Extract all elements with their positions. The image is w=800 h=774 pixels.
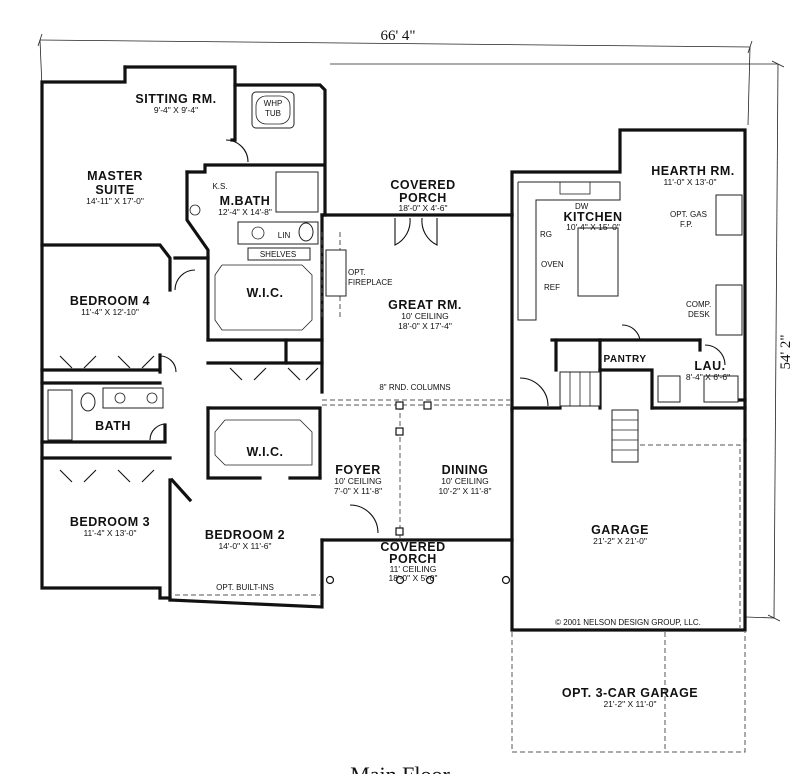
great-room-size: 18'-0" X 17'-4" (398, 321, 452, 331)
dining-name: DINING (442, 463, 489, 477)
master-bath-size: 12'-4" X 14'-8" (218, 207, 272, 217)
wic2-name: W.I.C. (246, 445, 283, 459)
opt-garage-size: 21'-2" X 11'-0" (603, 699, 656, 709)
whp-tub-label-2: TUB (265, 109, 281, 118)
dining-size: 10'-2" X 11'-8" (438, 486, 491, 496)
laundry-size: 8'-4" X 6'-6" (686, 372, 730, 382)
opt-gas-label-2: F.P. (680, 220, 693, 229)
garage-size: 21'-2" X 21'-0" (593, 536, 647, 546)
opt-builtins-label: OPT. BUILT-INS (216, 583, 274, 592)
sitting-room-size: 9'-4" X 9'-4" (154, 105, 198, 115)
opt-fireplace-label-1: OPT. (348, 268, 366, 277)
comp-desk-label-2: DESK (688, 310, 710, 319)
master-suite-size: 14'-11" X 17'-0" (86, 196, 144, 206)
shelves-label: SHELVES (260, 250, 296, 259)
range-label: RG (540, 230, 552, 239)
kitchen-name: KITCHEN (563, 210, 622, 224)
wic1-name: W.I.C. (246, 286, 283, 300)
master-suite-name-2: SUITE (95, 183, 134, 197)
great-room-ceiling: 10' CEILING (401, 311, 448, 321)
oven-label: OVEN (541, 260, 564, 269)
kitchen-size: 10'-4" X 15'-0" (566, 222, 620, 232)
overall-dimensions (37, 33, 785, 622)
opt-gas-label-1: OPT. GAS (670, 210, 707, 219)
whp-tub-label-1: WHP (264, 99, 283, 108)
bedroom2-name: BEDROOM 2 (205, 528, 285, 542)
copyright-notice: © 2001 NELSON DESIGN GROUP, LLC. (555, 618, 701, 627)
sitting-room-name: SITTING RM. (135, 92, 216, 106)
front-porch-name-2: PORCH (389, 552, 437, 566)
linen-label: LIN (278, 231, 291, 240)
rear-porch-size: 18'-0" X 4'-6" (399, 203, 448, 213)
bedroom4-name: BEDROOM 4 (70, 294, 150, 308)
fixtures (47, 91, 743, 466)
columns-label: 8" RND. COLUMNS (379, 383, 450, 392)
master-suite-name-1: MASTER (87, 169, 143, 183)
rear-porch-name-2: PORCH (399, 191, 447, 205)
rear-porch-name-1: COVERED (390, 178, 455, 192)
bath-name: BATH (95, 419, 131, 433)
pantry-name: PANTRY (604, 354, 647, 365)
interior-walls (40, 83, 747, 602)
opt-garage-name: OPT. 3-CAR GARAGE (562, 686, 698, 700)
front-porch-ceiling: 11' CEILING (390, 564, 437, 574)
foyer-name: FOYER (335, 463, 381, 477)
width-dimension: 66' 4" (380, 28, 415, 44)
foyer-size: 7'-0" X 11'-8" (334, 486, 382, 496)
hearth-room-size: 11'-0" X 13'-0" (663, 177, 716, 187)
floor-title: Main Floor (350, 762, 450, 774)
optional-elements (175, 232, 746, 753)
dishwasher-label: DW (575, 202, 589, 211)
front-porch-size: 18'-0" X 5'-0" (389, 573, 438, 583)
great-room-name: GREAT RM. (388, 298, 462, 312)
bedroom2-size: 14'-0" X 11'-6" (218, 541, 271, 551)
dining-ceiling: 10' CEILING (441, 476, 488, 486)
foyer-ceiling: 10' CEILING (334, 476, 381, 486)
hearth-room-name: HEARTH RM. (651, 164, 734, 178)
bedroom3-size: 11'-4" X 13'-0" (83, 528, 136, 538)
columns (325, 401, 511, 585)
garage-name: GARAGE (591, 523, 649, 537)
bedroom4-size: 11'-4" X 12'-10" (81, 307, 139, 317)
depth-dimension: 54' 2" (778, 334, 794, 369)
bedroom3-name: BEDROOM 3 (70, 515, 150, 529)
master-bath-name: M.BATH (220, 194, 271, 208)
front-porch-name-1: COVERED (380, 540, 445, 554)
laundry-name: LAU. (694, 359, 725, 373)
doors (59, 139, 726, 534)
comp-desk-label-1: COMP. (686, 300, 711, 309)
opt-fireplace-label-2: FIREPLACE (348, 278, 392, 287)
refrigerator-label: REF (544, 283, 560, 292)
ks-label: K.S. (212, 182, 227, 191)
